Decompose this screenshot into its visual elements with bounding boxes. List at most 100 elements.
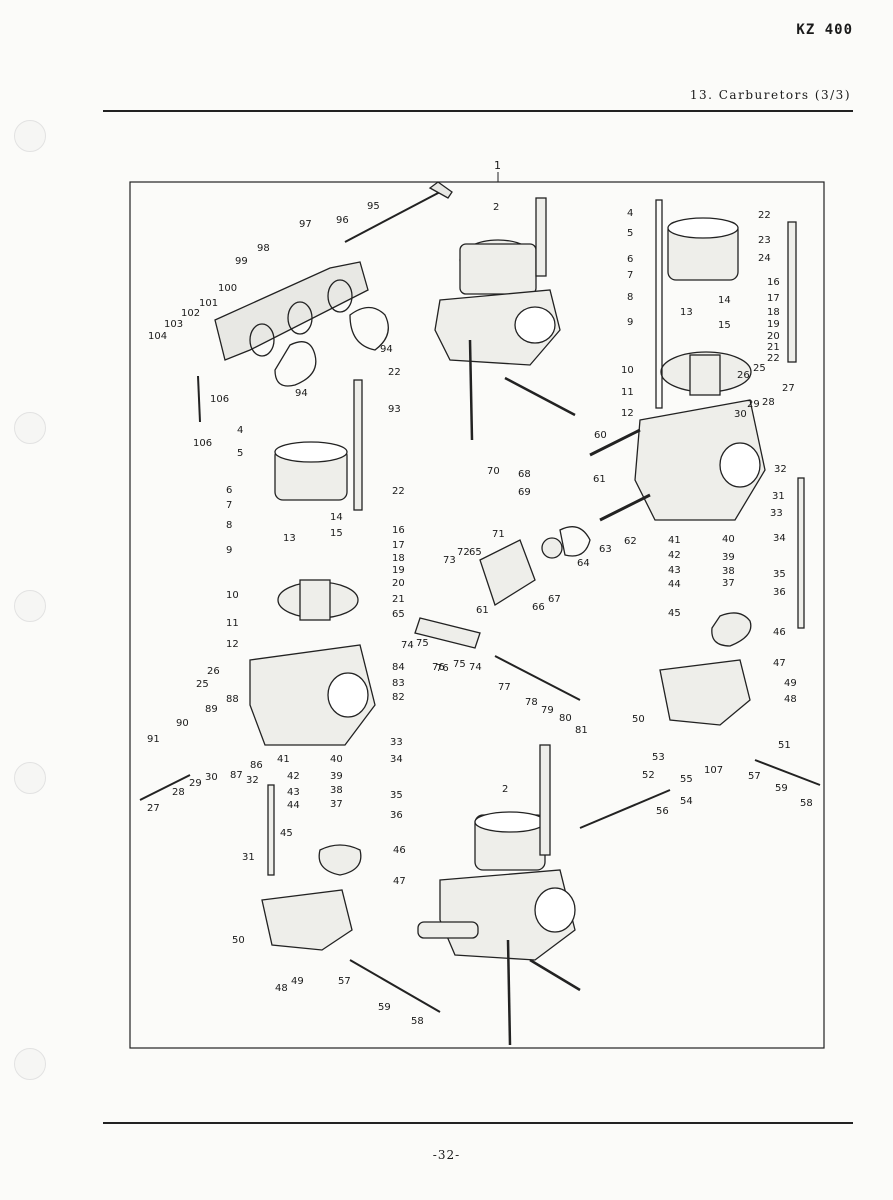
- callout: 31: [772, 491, 785, 502]
- callout: 35: [390, 790, 403, 801]
- header-rule: [103, 110, 853, 112]
- callouts-left-carb: 4 5 6 7 8 9 10 11 12 13 14 15 16 17 18 1…: [147, 367, 424, 1027]
- callout: 36: [773, 587, 786, 598]
- callout: 13: [680, 307, 693, 318]
- callout: 57: [748, 771, 761, 782]
- callout: 46: [393, 845, 406, 856]
- callout: 45: [668, 608, 681, 619]
- carburetor-bottom: [417, 744, 581, 1046]
- callout: 14: [330, 512, 343, 523]
- callout: 30: [205, 772, 218, 783]
- callout: 26: [737, 370, 750, 381]
- callout: 51: [778, 740, 791, 751]
- callout: 33: [390, 737, 403, 748]
- binder-hole: [14, 412, 46, 444]
- callout: 49: [291, 976, 304, 987]
- callout: 99: [235, 256, 248, 267]
- callouts-manifold: 97 96 95 98 99 100 101 102 103 104 106 1…: [148, 201, 393, 449]
- callout: 42: [668, 550, 681, 561]
- model-code: KZ 400: [796, 22, 853, 38]
- callout: 40: [722, 534, 735, 545]
- callout: 87: [230, 770, 243, 781]
- callout: 26: [207, 666, 220, 677]
- callout: 52: [642, 770, 655, 781]
- callout: 57: [338, 976, 351, 987]
- callout: 41: [668, 535, 681, 546]
- callout: 64: [577, 558, 590, 569]
- callout: 32: [246, 775, 259, 786]
- binder-hole: [14, 120, 46, 152]
- callout: 22: [767, 353, 780, 364]
- callout: 33: [770, 508, 783, 519]
- callout: 12: [621, 408, 634, 419]
- callout: 80: [559, 713, 572, 724]
- callout: 25: [196, 679, 209, 690]
- callout: 28: [762, 397, 775, 408]
- callout: 106: [193, 438, 212, 449]
- callout: 94: [295, 388, 308, 399]
- callout: 2: [493, 202, 499, 213]
- callout: 100: [218, 283, 237, 294]
- callout: 59: [775, 783, 788, 794]
- callout: 106: [210, 394, 229, 405]
- callout: 74: [469, 662, 482, 673]
- assembly-number: 1: [494, 159, 501, 172]
- callout: 86: [250, 760, 263, 771]
- callout: 96: [336, 215, 349, 226]
- callout: 50: [632, 714, 645, 725]
- callout: 5: [237, 448, 243, 459]
- callout: 25: [753, 363, 766, 374]
- callout: 41: [277, 754, 290, 765]
- callout: 4: [627, 208, 633, 219]
- callout: 35: [773, 569, 786, 580]
- callout: 77: [498, 682, 511, 693]
- footer-rule: [103, 1122, 853, 1124]
- callout: 34: [390, 754, 403, 765]
- callout: 22: [388, 367, 401, 378]
- callout: 45: [280, 828, 293, 839]
- callout: 73: [443, 555, 456, 566]
- callout: 55: [680, 774, 693, 785]
- callout: 39: [330, 771, 343, 782]
- callout: 27: [782, 383, 795, 394]
- callout: 8: [226, 520, 232, 531]
- callout: 28: [172, 787, 185, 798]
- callout: 32: [774, 464, 787, 475]
- callout: 30: [734, 409, 747, 420]
- manifold-assembly: [197, 181, 453, 423]
- callout: 76: [432, 662, 445, 673]
- callout: 89: [205, 704, 218, 715]
- callout: 21: [392, 594, 405, 605]
- callout: 68: [518, 469, 531, 480]
- callout: 74: [401, 640, 414, 651]
- callout: 78: [525, 697, 538, 708]
- callout: 65: [469, 547, 482, 558]
- callout: 101: [199, 298, 218, 309]
- callout: 23: [758, 235, 771, 246]
- callout: 66: [532, 602, 545, 613]
- callout: 29: [189, 778, 202, 789]
- callout: 43: [287, 787, 300, 798]
- callout: 22: [392, 486, 405, 497]
- callout: 107: [704, 765, 723, 776]
- section-title: 13. Carburetors (3/3): [689, 88, 851, 102]
- callout: 18: [767, 307, 780, 318]
- callout: 56: [656, 806, 669, 817]
- callout: 91: [147, 734, 160, 745]
- carburetor-top: [434, 197, 576, 441]
- callout: 36: [390, 810, 403, 821]
- callouts-bottom-carb: 2: [502, 784, 508, 795]
- callout: 90: [176, 718, 189, 729]
- callout: 10: [621, 365, 634, 376]
- callout: 60: [594, 430, 607, 441]
- callout: 75: [453, 659, 466, 670]
- callout: 98: [257, 243, 270, 254]
- callout: 44: [668, 579, 681, 590]
- callout: 93: [388, 404, 401, 415]
- callout: 72: [457, 547, 470, 558]
- callout: 6: [226, 485, 232, 496]
- callout: 40: [330, 754, 343, 765]
- callout: 63: [599, 544, 612, 555]
- callout: 7: [627, 270, 633, 281]
